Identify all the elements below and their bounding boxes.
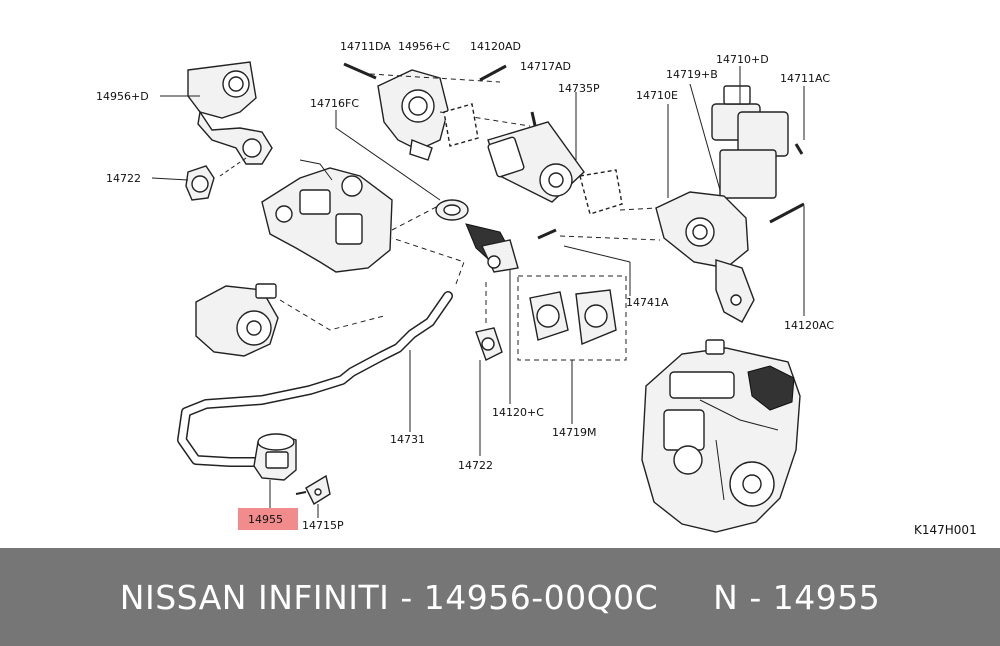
engine-block-sketch: [261, 159, 393, 273]
footer-text: NISSAN INFINITI - 14956-00Q0C N - 14955: [120, 578, 880, 617]
bolt-14120ad: [479, 64, 507, 82]
engine-illustration: [641, 339, 801, 533]
footer-ref: 14955: [772, 577, 881, 617]
label-14710e: 14710E: [636, 89, 678, 102]
hose-clamp-14716fc: [435, 199, 519, 273]
label-14719-b: 14719+B: [666, 68, 718, 81]
footer-banner: NISSAN INFINITI - 14956-00Q0C N - 14955: [0, 548, 1000, 646]
footer-separator-2: -: [738, 577, 773, 617]
label-14120-c: 14120+C: [492, 406, 544, 419]
bolt-14711da: [343, 62, 377, 80]
bolt-14120ac: [769, 202, 805, 224]
footer-part-number: 14956-00Q0C: [423, 577, 659, 617]
egr-cooler-14735p: [443, 103, 623, 215]
diagram-code: K147H001: [914, 523, 977, 537]
label-14741a: 14741A: [626, 296, 669, 309]
label-14715p: 14715P: [302, 519, 344, 532]
label-14955: 14955: [248, 513, 283, 526]
label-14717ad: 14717AD: [520, 60, 571, 73]
label-14711ac: 14711AC: [780, 72, 830, 85]
label-14711da: 14711DA: [340, 40, 391, 53]
footer-separator: -: [389, 577, 424, 617]
parts-diagram: 14711DA 14956+C 14120AD 14717AD 14735P 1…: [96, 40, 977, 537]
label-14719m: 14719M: [552, 426, 596, 439]
footer-prefix: N: [713, 577, 739, 617]
gasket-set-14719m: [517, 275, 627, 361]
label-14956-c: 14956+C: [398, 40, 450, 53]
egr-valve-14710: [655, 85, 789, 323]
egr-housing-14956-c: [377, 69, 449, 161]
egr-pipe-14731: [177, 291, 453, 467]
label-14120ad: 14120AD: [470, 40, 521, 53]
highlight-box-14955: [238, 508, 298, 530]
label-14710-d: 14710+D: [716, 53, 769, 66]
label-14731: 14731: [390, 433, 425, 446]
gasket-14722-center: [475, 327, 503, 361]
pump-sketch: [195, 283, 279, 357]
footer-brand: NISSAN INFINITI: [119, 577, 390, 617]
label-14735p: 14735P: [558, 82, 600, 95]
label-14722-center: 14722: [458, 459, 493, 472]
bracket-14956-d: [187, 61, 273, 165]
label-14716fc: 14716FC: [310, 97, 359, 110]
part-14955-canister: [253, 433, 297, 481]
gasket-14722-upper: [185, 165, 215, 201]
label-14956-d: 14956+D: [96, 90, 149, 103]
bolt-14711ac: [794, 143, 804, 155]
footer-gap: [658, 578, 713, 617]
label-14722-upper: 14722: [106, 172, 141, 185]
label-14120ac: 14120AC: [784, 319, 834, 332]
bracket-14715p: [295, 474, 331, 506]
